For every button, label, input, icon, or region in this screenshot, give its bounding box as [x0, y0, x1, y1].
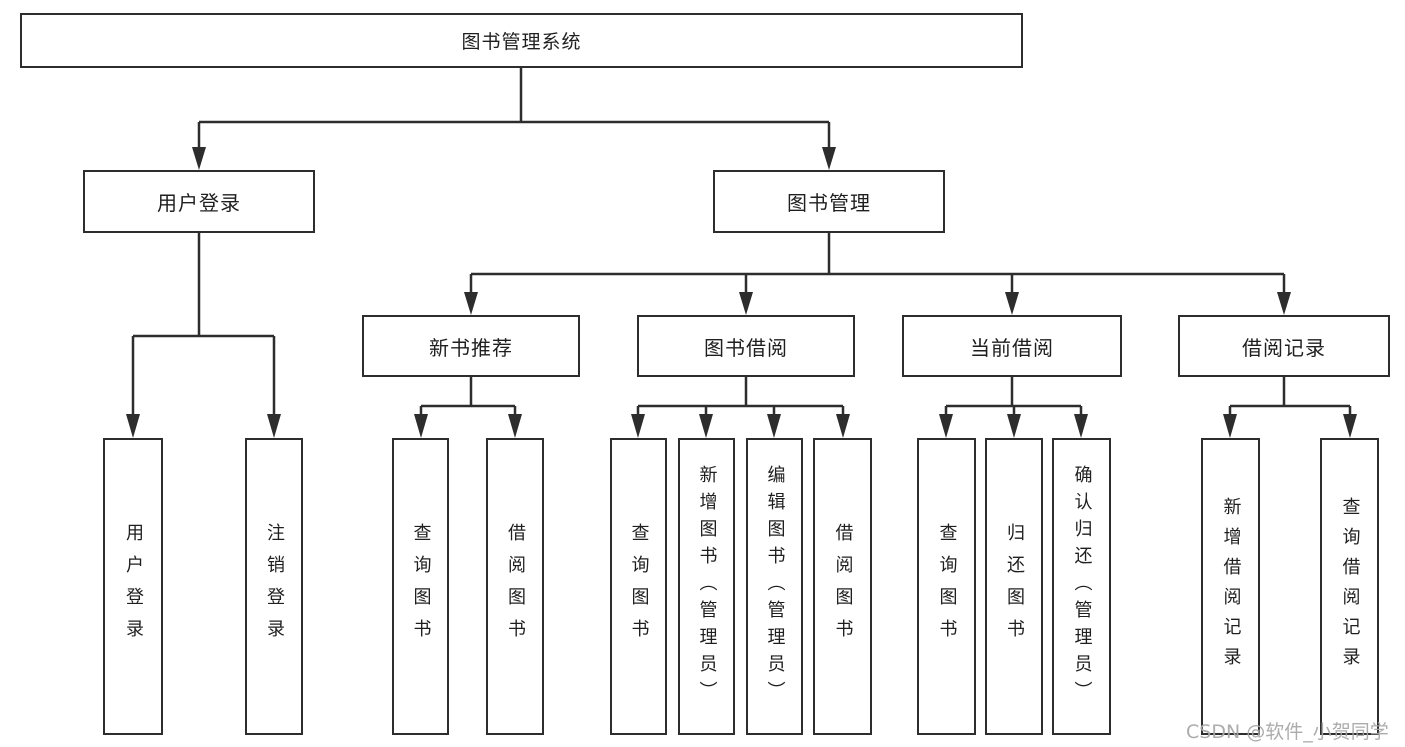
leaf-query-borrow-record-label: 查询借阅记录 [1339, 496, 1361, 677]
leaf-borrow-books: 借阅图书 [813, 438, 872, 735]
leaf-user-login-label: 用户登录 [123, 522, 144, 651]
leaf-logout: 注销登录 [245, 438, 303, 735]
leaf-query-books-borrow: 查询图书 [610, 438, 667, 735]
leaf-logout-label: 注销登录 [264, 522, 285, 651]
leaf-query-books-current-label: 查询图书 [936, 522, 958, 651]
leaf-add-borrow-record-label: 新增借阅记录 [1220, 496, 1242, 677]
node-current-borrow: 当前借阅 [902, 315, 1122, 377]
node-new-book-recommend-label: 新书推荐 [429, 335, 513, 360]
node-root: 图书管理系统 [20, 13, 1023, 68]
leaf-query-books-recommend-label: 查询图书 [410, 522, 432, 651]
watermark: CSDN @软件_小贺同学 [1186, 721, 1389, 743]
leaf-edit-book-admin: 编辑图书（管理员） [746, 438, 803, 735]
leaf-return-book: 归还图书 [985, 438, 1043, 735]
node-user-login: 用户登录 [83, 170, 315, 233]
leaf-return-book-label: 归还图书 [1004, 522, 1025, 651]
leaf-confirm-return-admin-label: 确认归还（管理员） [1071, 465, 1093, 708]
leaf-add-borrow-record: 新增借阅记录 [1201, 438, 1260, 735]
node-new-book-recommend: 新书推荐 [362, 315, 580, 377]
leaf-query-books-recommend: 查询图书 [392, 438, 449, 735]
node-book-management: 图书管理 [713, 170, 945, 233]
node-book-borrow-label: 图书借阅 [704, 335, 788, 360]
leaf-confirm-return-admin: 确认归还（管理员） [1052, 438, 1111, 735]
node-current-borrow-label: 当前借阅 [970, 335, 1054, 360]
leaf-query-books-current: 查询图书 [917, 438, 976, 735]
leaf-query-borrow-record: 查询借阅记录 [1320, 438, 1379, 735]
node-borrow-records: 借阅记录 [1178, 315, 1390, 377]
node-root-label: 图书管理系统 [461, 31, 582, 53]
leaf-borrow-books-recommend: 借阅图书 [486, 438, 544, 735]
node-borrow-records-label: 借阅记录 [1242, 335, 1326, 360]
node-book-management-label: 图书管理 [787, 191, 871, 215]
leaf-add-book-admin: 新增图书（管理员） [678, 438, 735, 735]
node-book-borrow: 图书借阅 [637, 315, 855, 377]
node-user-login-label: 用户登录 [157, 191, 241, 215]
leaf-add-book-admin-label: 新增图书（管理员） [696, 465, 718, 708]
leaf-user-login: 用户登录 [103, 438, 163, 735]
leaf-query-books-borrow-label: 查询图书 [628, 522, 650, 651]
leaf-edit-book-admin-label: 编辑图书（管理员） [764, 465, 786, 708]
leaf-borrow-books-label: 借阅图书 [832, 522, 854, 651]
leaf-borrow-books-recommend-label: 借阅图书 [505, 522, 526, 651]
